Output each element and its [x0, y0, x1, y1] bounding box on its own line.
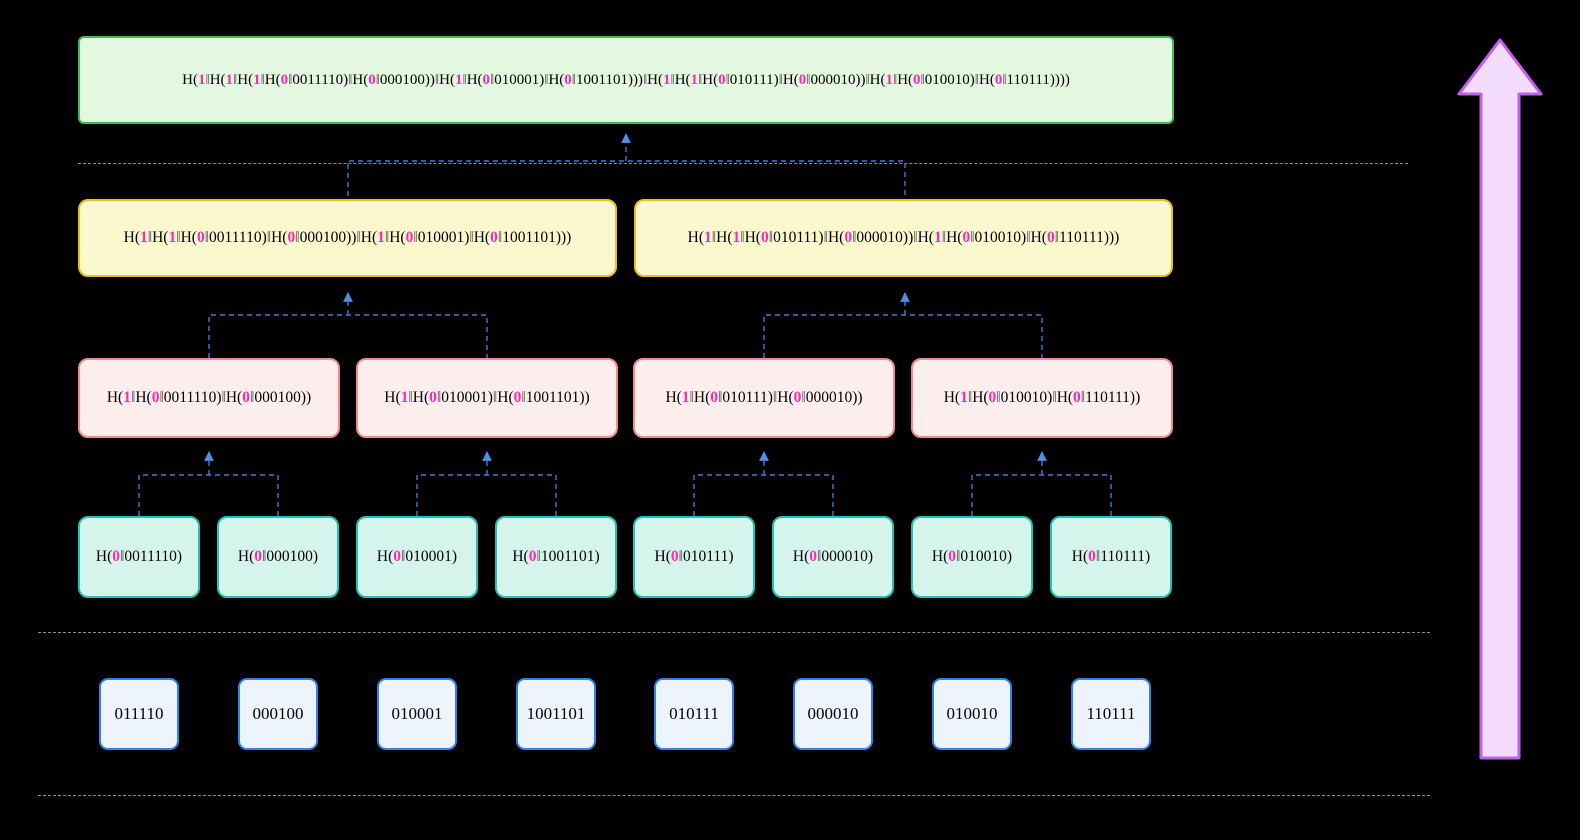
- leaf-node-6-label: H(0‖010010): [931, 548, 1013, 566]
- data-block-4: 010111: [654, 678, 734, 750]
- leaf-node-5: H(0‖000010): [772, 516, 894, 598]
- data-block-7: 110111: [1071, 678, 1151, 750]
- data-block-2: 010001: [377, 678, 457, 750]
- leaf-node-4: H(0‖010111): [633, 516, 755, 598]
- leaf-node-3: H(0‖1001101): [495, 516, 617, 598]
- leaf-node-1: H(0‖000100): [217, 516, 339, 598]
- data-block-6: 010010: [932, 678, 1012, 750]
- data-block-5-label: 000010: [807, 703, 859, 723]
- data-block-0: 011110: [99, 678, 179, 750]
- root-hash-node: H(1‖H(1‖H(1‖H(0‖0011110)‖H(0‖000100))‖H(…: [78, 36, 1174, 124]
- separator-line-leaves: [38, 632, 1430, 633]
- mid-node-1-label: H(1‖H(1‖H(0‖010111)‖H(0‖000010))‖H(1‖H(0…: [687, 229, 1120, 247]
- leaf-node-6: H(0‖010010): [911, 516, 1033, 598]
- data-block-6-label: 010010: [946, 703, 998, 723]
- separator-line-top: [78, 163, 1408, 164]
- data-block-3-label: 1001101: [526, 703, 586, 723]
- leaf-node-1-label: H(0‖000100): [237, 548, 319, 566]
- data-block-7-label: 110111: [1086, 703, 1136, 723]
- leaf-node-2-label: H(0‖010001): [376, 548, 458, 566]
- mid-node-0: H(1‖H(1‖H(0‖0011110)‖H(0‖000100))‖H(1‖H(…: [78, 199, 617, 277]
- leaf-node-3-label: H(0‖1001101): [512, 548, 600, 566]
- inner-node-3-label: H(1‖H(0‖010010)‖H(0‖110111)): [943, 389, 1141, 407]
- data-block-2-label: 010001: [391, 703, 443, 723]
- inner-node-2: H(1‖H(0‖010111)‖H(0‖000010)): [633, 358, 895, 438]
- root-hash-label: H(1‖H(1‖H(1‖H(0‖0011110)‖H(0‖000100))‖H(…: [182, 71, 1070, 88]
- leaf-node-5-label: H(0‖000010): [792, 548, 874, 566]
- inner-node-0: H(1‖H(0‖0011110)‖H(0‖000100)): [78, 358, 340, 438]
- data-block-0-label: 011110: [114, 703, 164, 723]
- inner-node-3: H(1‖H(0‖010010)‖H(0‖110111)): [911, 358, 1173, 438]
- leaf-node-7: H(0‖110111): [1050, 516, 1172, 598]
- leaf-node-7-label: H(0‖110111): [1071, 548, 1151, 566]
- inner-node-2-label: H(1‖H(0‖010111)‖H(0‖000010)): [665, 389, 863, 407]
- leaf-node-0: H(0‖0011110): [78, 516, 200, 598]
- inner-node-1: H(1‖H(0‖010001)‖H(0‖1001101)): [356, 358, 618, 438]
- data-block-3: 1001101: [516, 678, 596, 750]
- leaf-node-0-label: H(0‖0011110): [95, 548, 183, 566]
- data-block-4-label: 010111: [669, 703, 719, 723]
- inner-node-1-label: H(1‖H(0‖010001)‖H(0‖1001101)): [384, 389, 590, 407]
- separator-line-bottom: [38, 795, 1430, 796]
- data-block-5: 000010: [793, 678, 873, 750]
- data-block-1-label: 000100: [252, 703, 304, 723]
- data-block-1: 000100: [238, 678, 318, 750]
- leaf-node-2: H(0‖010001): [356, 516, 478, 598]
- mid-node-1: H(1‖H(1‖H(0‖010111)‖H(0‖000010))‖H(1‖H(0…: [634, 199, 1173, 277]
- leaf-node-4-label: H(0‖010111): [654, 548, 734, 566]
- inner-node-0-label: H(1‖H(0‖0011110)‖H(0‖000100)): [106, 389, 312, 407]
- mid-node-0-label: H(1‖H(1‖H(0‖0011110)‖H(0‖000100))‖H(1‖H(…: [123, 229, 572, 247]
- upward-arrow-icon: [1457, 38, 1543, 760]
